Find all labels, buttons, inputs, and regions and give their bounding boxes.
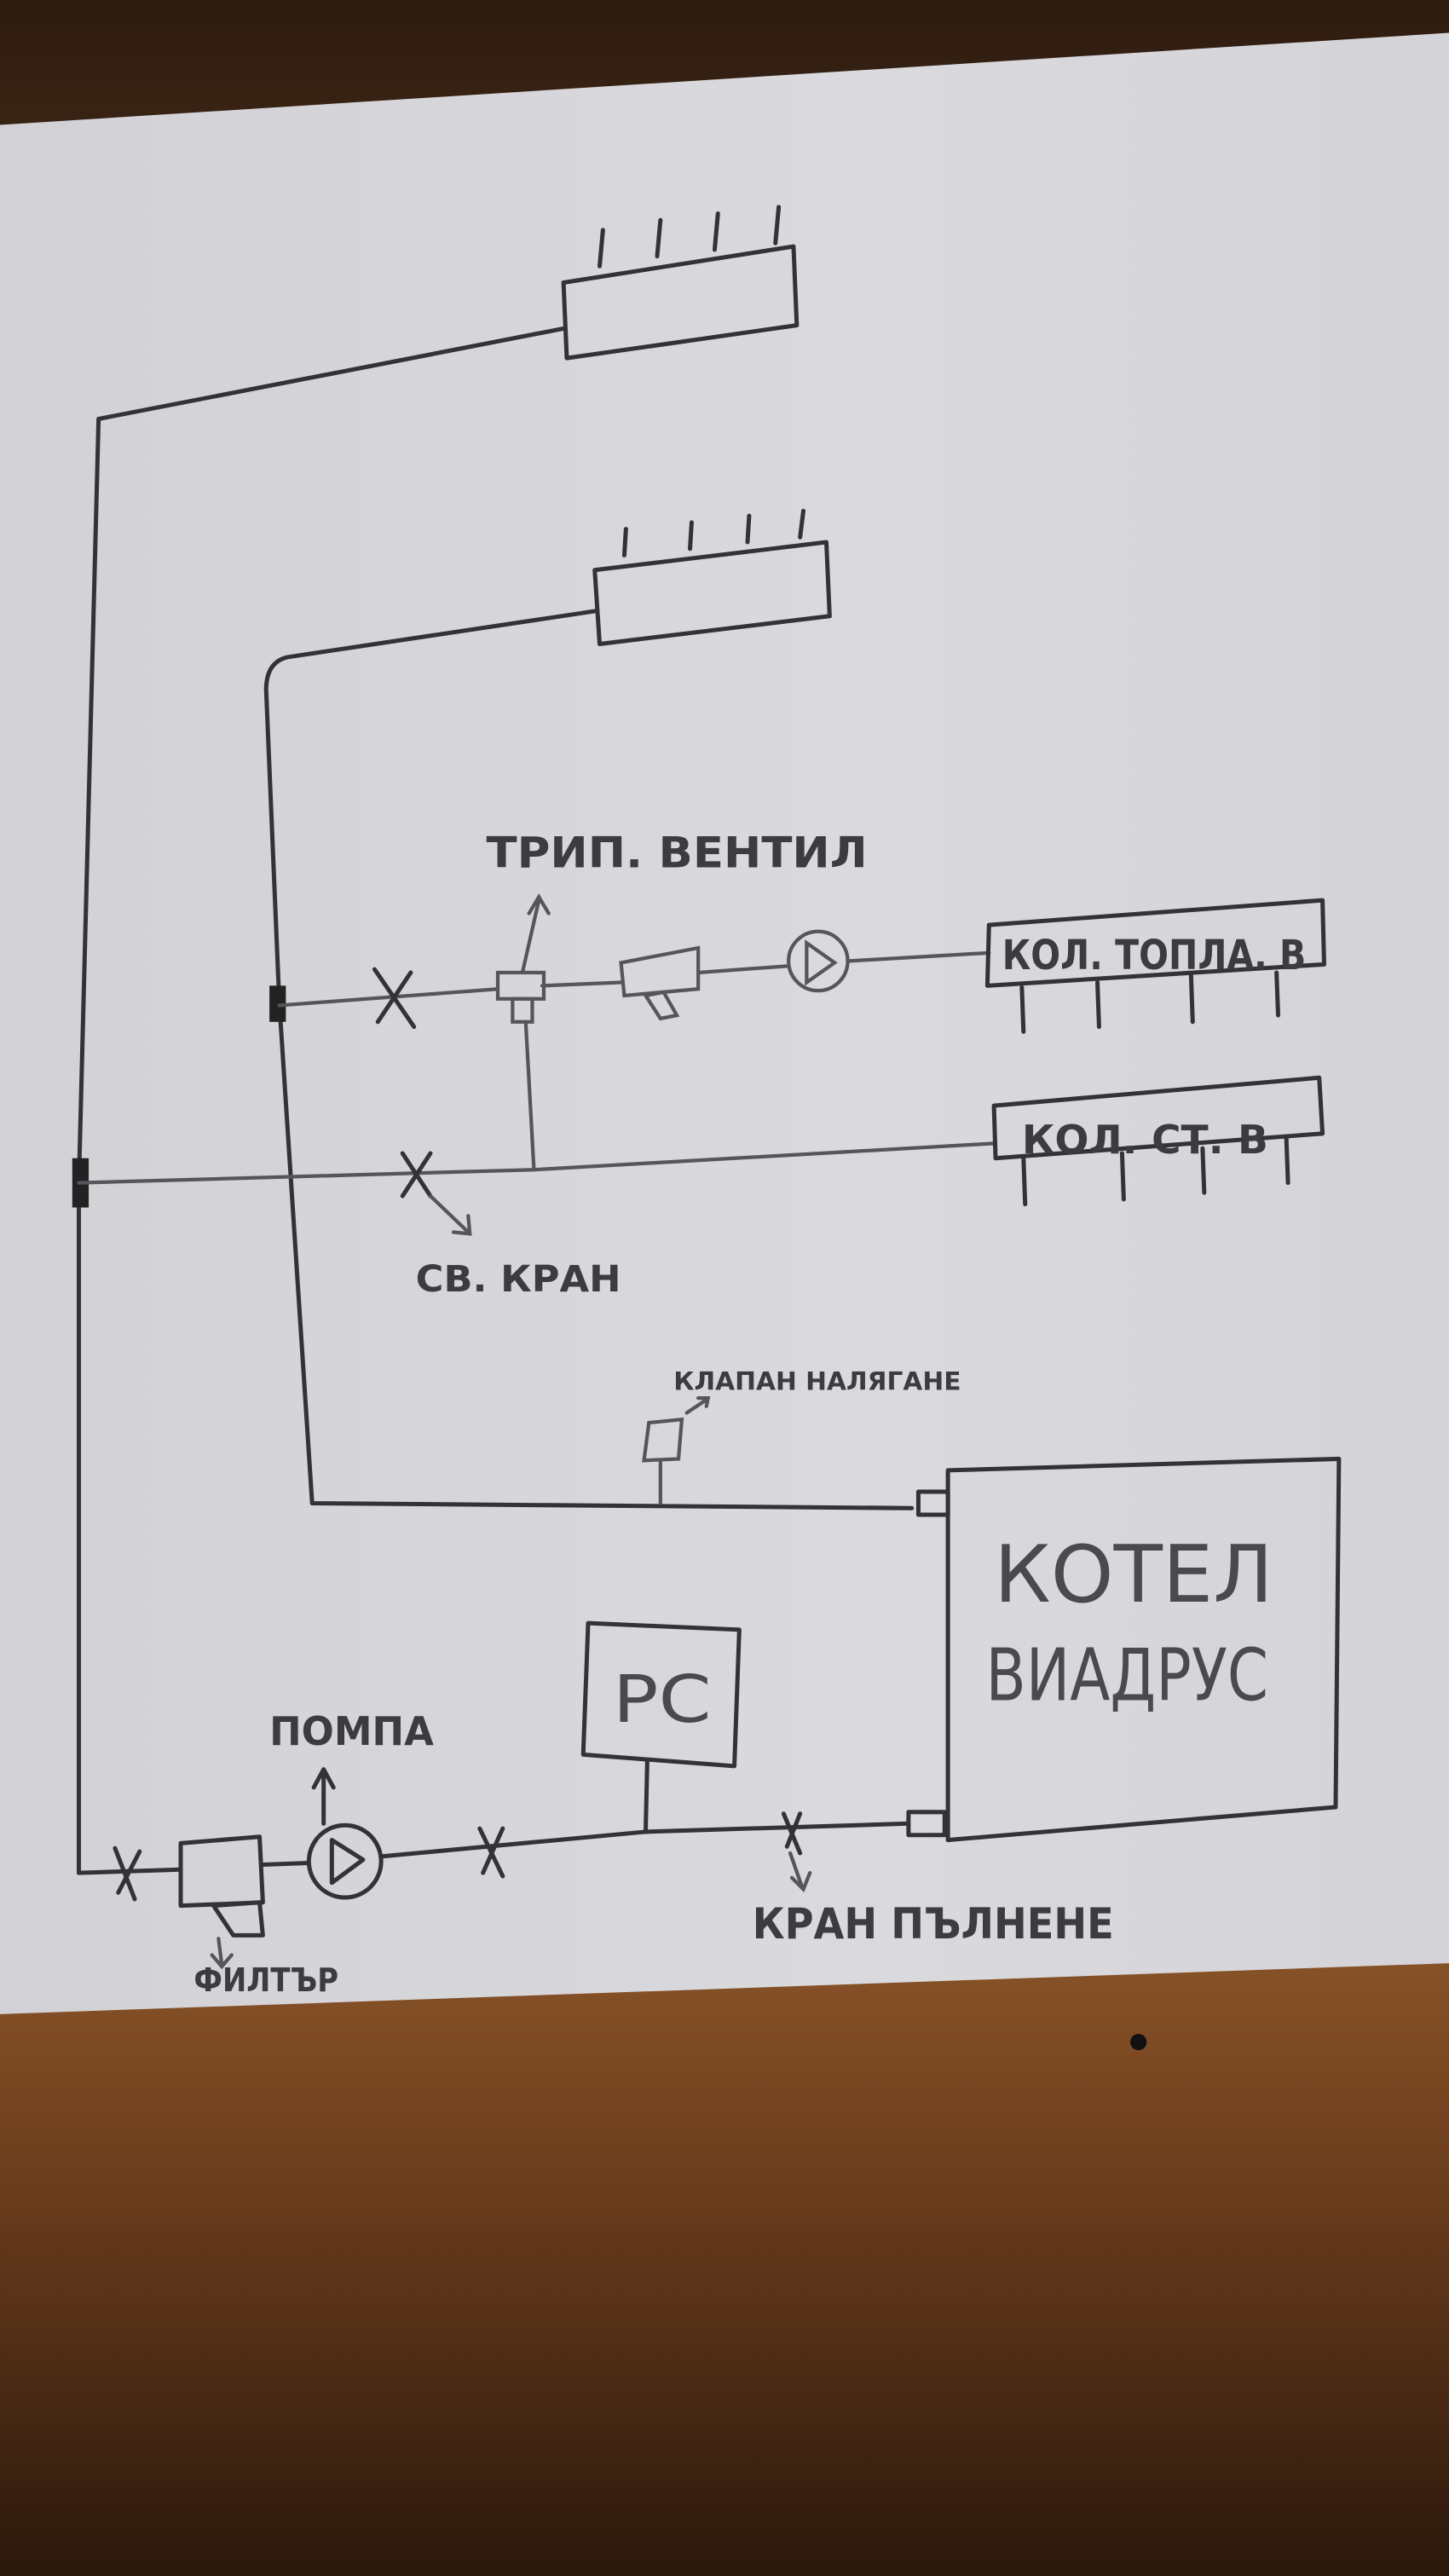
fill-valve-label: КРАН ПЪЛНЕНЕ	[753, 1898, 1114, 1949]
fill-valve-icon	[781, 1811, 812, 1893]
pipe-cold-water	[77, 1141, 996, 1185]
air-valve-label: СВ. КРАН	[416, 1258, 621, 1300]
pipe-bypass	[523, 1019, 536, 1172]
pipe-top-riser	[77, 326, 566, 1875]
hot-water-manifold: КОЛ. ТОПЛА. В	[984, 898, 1327, 1034]
cold-manifold-label: КОЛ. СТ. В	[1022, 1117, 1268, 1163]
pressure-valve-label: КЛАПАН НАЛЯГАНЕ	[673, 1366, 961, 1395]
shutoff-valve-icon	[113, 1845, 142, 1902]
pump-icon-lower	[306, 1767, 384, 1900]
boiler-label-line1: КОТЕЛ	[994, 1528, 1273, 1620]
boiler-label-line2: ВИАДРУС	[985, 1633, 1268, 1718]
radiator-top	[561, 205, 800, 361]
filter-icon-lower	[178, 1834, 265, 1970]
cold-water-manifold: КОЛ. СТ. В	[991, 1075, 1325, 1207]
radiator-middle	[592, 508, 832, 647]
tee-fitting-upper	[269, 985, 286, 1022]
expansion-tank-label: РС	[613, 1661, 712, 1738]
pipe-middle-riser	[263, 609, 915, 1510]
pump-label: ПОМПА	[269, 1708, 434, 1754]
three-way-valve-label: ТРИП. ВЕНТИЛ	[487, 828, 868, 878]
pressure-relief-valve-icon	[642, 1396, 711, 1505]
air-valve-icon	[400, 1151, 472, 1236]
three-way-valve-icon	[495, 893, 551, 1024]
wood-knot	[1130, 2033, 1147, 2051]
filter-label: ФИЛТЪР	[193, 1961, 338, 2000]
shutoff-valve-icon	[372, 967, 417, 1030]
shutoff-valve-icon	[477, 1826, 505, 1879]
filter-icon-upper	[619, 945, 701, 1021]
boiler: КОТЕЛ ВИАДРУС	[906, 1456, 1342, 1843]
hot-manifold-label: КОЛ. ТОПЛА. В	[1002, 932, 1307, 979]
pump-icon-upper	[787, 929, 850, 993]
expansion-tank: РС	[580, 1620, 742, 1834]
paper-sheet	[0, 32, 1449, 2014]
wood-table-bottom	[0, 1938, 1449, 2576]
pipe-hot-water	[277, 950, 991, 1008]
